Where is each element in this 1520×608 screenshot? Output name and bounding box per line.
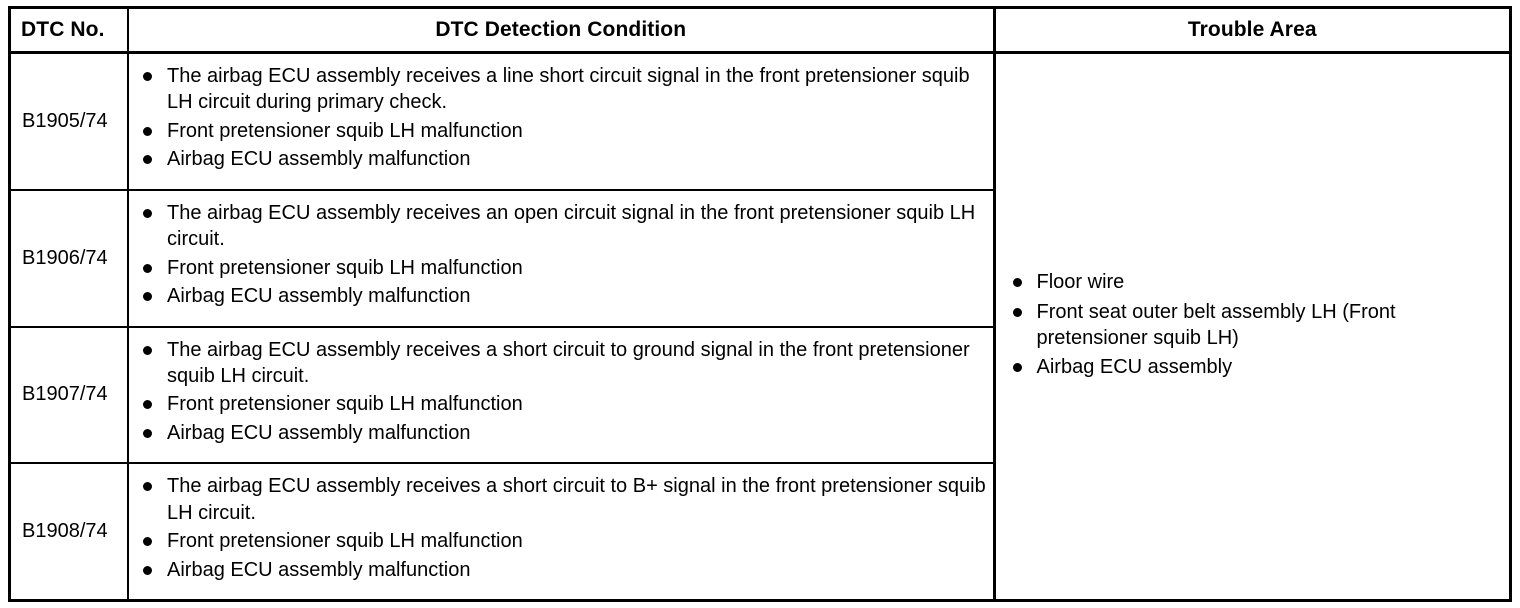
condition-list: The airbag ECU assembly receives a short… (137, 473, 987, 583)
condition-list: The airbag ECU assembly receives an open… (137, 200, 987, 310)
condition-list: The airbag ECU assembly receives a short… (137, 337, 987, 447)
dtc-table-container: DTC No. DTC Detection Condition Trouble … (8, 6, 1512, 602)
trouble-area-list: Floor wire Front seat outer belt assembl… (1010, 269, 1500, 381)
table-row: B1906/74 The airbag ECU assembly receive… (11, 189, 1509, 328)
table-row: B1907/74 The airbag ECU assembly receive… (11, 326, 1509, 465)
detection-condition-cell: The airbag ECU assembly receives a short… (128, 326, 996, 465)
list-item: Front pretensioner squib LH malfunction (137, 528, 987, 554)
list-item: Front pretensioner squib LH malfunction (137, 391, 987, 417)
table-header: DTC No. DTC Detection Condition Trouble … (11, 9, 1509, 54)
detection-condition-cell: The airbag ECU assembly receives a short… (128, 463, 996, 599)
dtc-table: DTC No. DTC Detection Condition Trouble … (11, 9, 1509, 599)
list-item: Airbag ECU assembly malfunction (137, 146, 987, 172)
dtc-no-cell: B1906/74 (11, 189, 129, 328)
list-item: Airbag ECU assembly malfunction (137, 420, 987, 446)
list-item: Front seat outer belt assembly LH (Front… (1010, 299, 1500, 352)
table-row: B1908/74 The airbag ECU assembly receive… (11, 463, 1509, 599)
column-header-trouble-area: Trouble Area (994, 9, 1509, 54)
table-row: B1905/74 The airbag ECU assembly receive… (11, 52, 1509, 378)
list-item: The airbag ECU assembly receives a line … (137, 63, 987, 116)
dtc-no-cell: B1907/74 (11, 326, 129, 465)
detection-condition-cell: The airbag ECU assembly receives a line … (128, 52, 996, 191)
detection-condition-cell: The airbag ECU assembly receives an open… (128, 189, 996, 328)
list-item: The airbag ECU assembly receives a short… (137, 337, 987, 390)
trouble-area-cell: Floor wire Front seat outer belt assembl… (994, 53, 1509, 600)
dtc-no-cell: B1905/74 (11, 52, 129, 191)
list-item: Airbag ECU assembly malfunction (137, 557, 987, 583)
list-item: Front pretensioner squib LH malfunction (137, 255, 987, 281)
list-item: Floor wire (1010, 269, 1500, 295)
list-item: Airbag ECU assembly malfunction (137, 283, 987, 309)
table-body: B1905/74 The airbag ECU assembly receive… (11, 52, 1509, 599)
condition-list: The airbag ECU assembly receives a line … (137, 63, 987, 173)
header-row: DTC No. DTC Detection Condition Trouble … (11, 9, 1509, 54)
column-header-dtc-no: DTC No. (11, 9, 129, 54)
list-item: Airbag ECU assembly (1010, 354, 1500, 380)
dtc-no-cell: B1908/74 (11, 463, 129, 599)
list-item: The airbag ECU assembly receives an open… (137, 200, 987, 253)
list-item: Front pretensioner squib LH malfunction (137, 118, 987, 144)
list-item: The airbag ECU assembly receives a short… (137, 473, 987, 526)
column-header-detection-condition: DTC Detection Condition (128, 9, 996, 54)
